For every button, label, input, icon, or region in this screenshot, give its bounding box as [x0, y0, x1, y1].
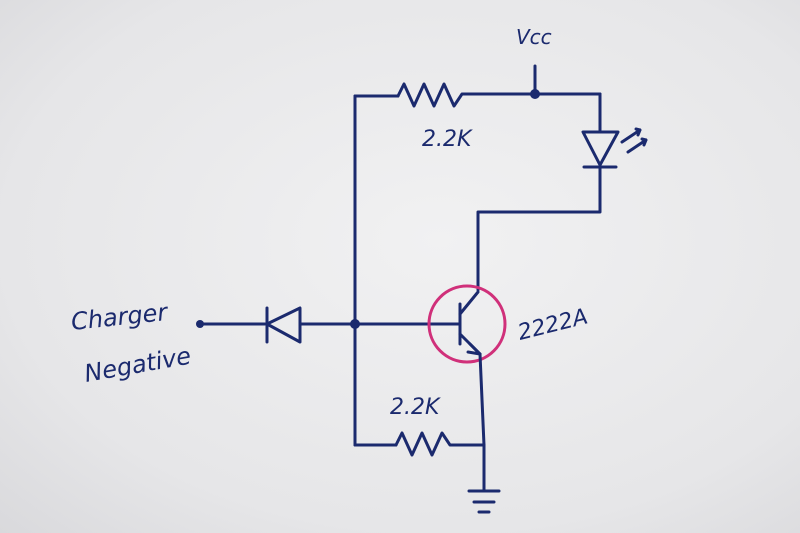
bottom-resistor-label: 2.2K	[390, 395, 441, 420]
npn-transistor	[458, 290, 482, 356]
led-bottom-wire	[476, 165, 602, 292]
diode-symbol	[265, 306, 302, 344]
emitter-wire	[478, 352, 486, 492]
top-resistor-label: 2.2K	[422, 127, 473, 152]
base-junction-dot	[350, 319, 360, 329]
charger-label-line2: Negative	[82, 342, 193, 388]
bottom-resistor	[394, 431, 486, 457]
charger-label-line1: Charger	[70, 298, 171, 336]
vcc-label: Vcc	[516, 25, 552, 49]
top-resistor	[396, 82, 474, 108]
vcc-junction-dot	[530, 89, 540, 99]
transistor-label: 2222A	[515, 304, 590, 345]
ground-symbol	[467, 489, 501, 514]
led-symbol	[581, 127, 648, 169]
transistor-highlight-circle	[427, 284, 507, 364]
